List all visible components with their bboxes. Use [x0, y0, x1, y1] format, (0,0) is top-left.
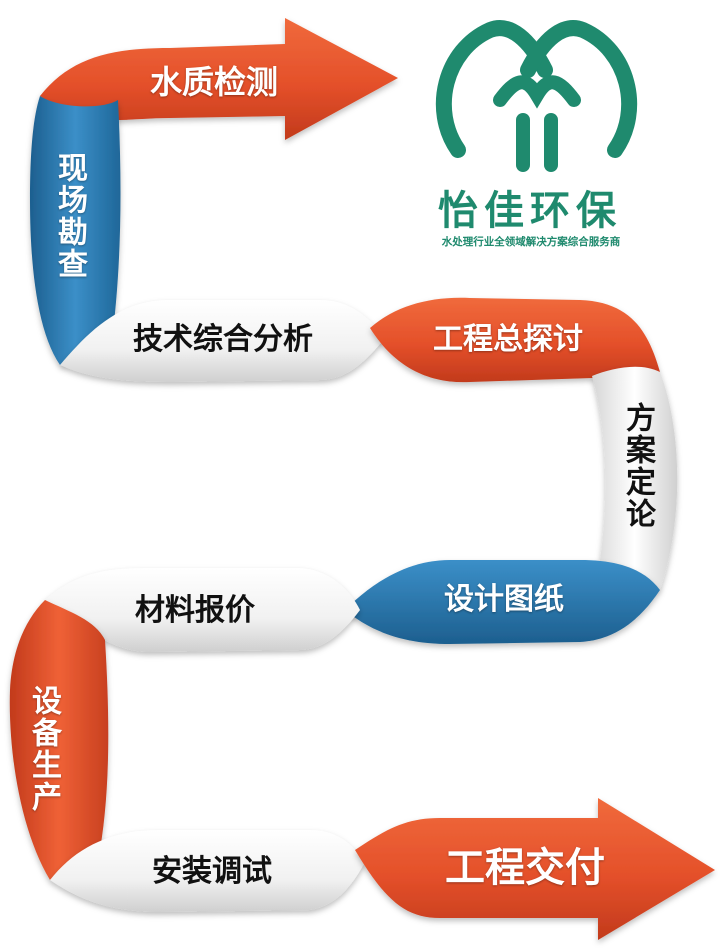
step-label-2: 现场勘查: [52, 152, 87, 280]
step-label-5: 方案定论: [620, 402, 655, 530]
arrow-segment-6: [345, 560, 660, 644]
brand-tagline: 水处理行业全领域解决方案综合服务商: [441, 236, 621, 248]
brand-name: 怡佳环保: [438, 188, 622, 234]
step-label-7: 材料报价: [135, 593, 255, 628]
step-label-1: 水质检测: [150, 63, 279, 101]
arrow-segment-4: [370, 297, 660, 383]
arrow-segment-7: [45, 568, 360, 652]
step-label-4: 工程总探讨: [433, 322, 583, 357]
arrow-segment-3: [60, 300, 385, 382]
arrow-segment-1: [40, 18, 398, 140]
step-label-3: 技术综合分析: [133, 322, 313, 357]
step-label-8: 设备生产: [26, 685, 61, 813]
logo-mark: [435, 20, 638, 172]
step-label-6: 设计图纸: [444, 582, 564, 617]
arrow-segment-2: [30, 96, 121, 365]
step-label-10: 工程交付: [445, 845, 605, 891]
arrow-segment-9: [50, 830, 365, 912]
arrow-segment-5: [592, 366, 678, 590]
step-label-9: 安装调试: [152, 854, 272, 889]
arrow-segment-8: [9, 600, 109, 880]
arrow-segment-10: [355, 798, 715, 940]
